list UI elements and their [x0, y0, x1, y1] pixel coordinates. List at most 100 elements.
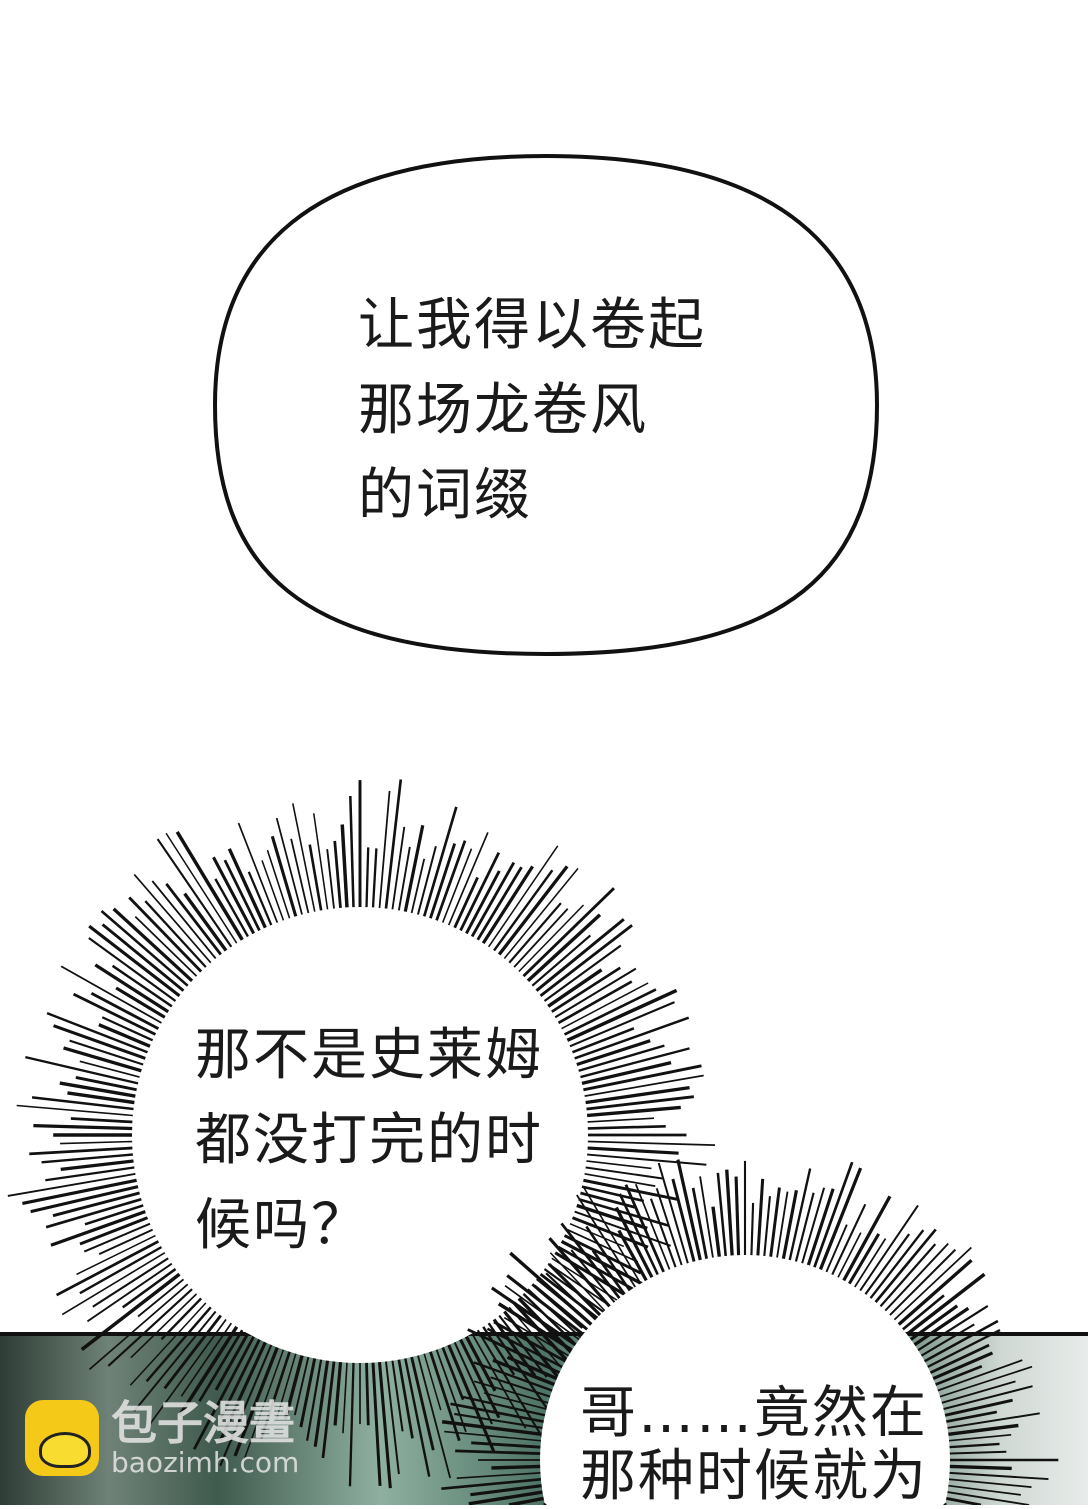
- burst-ray: [80, 1270, 184, 1351]
- burst-ray: [568, 1027, 635, 1055]
- burst-ray: [243, 1345, 286, 1461]
- burst-ray: [384, 779, 403, 913]
- burst-ray: [902, 1272, 986, 1339]
- burst-ray: [175, 830, 246, 945]
- burst-ray: [365, 847, 370, 912]
- burst-ray: [817, 1167, 863, 1274]
- burst-ray: [275, 817, 304, 919]
- burst-ray: [503, 1316, 573, 1359]
- bubble-fill: [132, 907, 588, 1363]
- burst-ray: [867, 1229, 925, 1302]
- burst-ray: [79, 1214, 152, 1246]
- burst-ray: [445, 1340, 496, 1453]
- burst-ray: [576, 1047, 690, 1080]
- burst-ray: [582, 1095, 695, 1111]
- burst-ray: [857, 1204, 919, 1295]
- burst-ray: [55, 1238, 163, 1297]
- burst-ray: [83, 1221, 155, 1253]
- burst-ray: [112, 907, 197, 985]
- burst-ray: [101, 1016, 157, 1043]
- burst-ray: [890, 1246, 972, 1324]
- burst-ray: [470, 1483, 546, 1497]
- burst-ray: [371, 848, 378, 912]
- burst-ray: [671, 1178, 697, 1266]
- burst-ray: [111, 964, 176, 1010]
- burst-ray: [365, 1358, 370, 1426]
- burst-ray: [495, 1311, 548, 1378]
- burst-ray: [510, 908, 569, 971]
- burst-ray: [468, 861, 516, 941]
- burst-ray: [292, 803, 317, 916]
- text-line: 那不是史莱姆: [195, 1023, 543, 1088]
- burst-ray: [198, 1326, 246, 1402]
- burst-ray: [133, 873, 214, 967]
- burst-ray: [910, 1306, 970, 1349]
- burst-ray: [121, 1265, 180, 1309]
- burst-ray: [390, 1356, 404, 1432]
- burst-ray: [390, 826, 406, 914]
- burst-ray: [60, 965, 166, 1026]
- burst-ray: [178, 1322, 241, 1417]
- burst-ray: [306, 1355, 323, 1441]
- burst-ray: [377, 1358, 392, 1489]
- burst-ray: [70, 1117, 137, 1124]
- burst-ray: [655, 1187, 684, 1270]
- burst-ray: [293, 1352, 311, 1416]
- burst-ray: [536, 924, 633, 1000]
- burst-ray: [699, 1176, 715, 1262]
- burst-ray: [183, 892, 230, 955]
- burst-ray: [137, 1276, 188, 1318]
- burst-ray: [98, 1023, 155, 1050]
- burst-ray: [261, 860, 286, 925]
- burst-ray: [565, 1001, 675, 1049]
- burst-ray: [676, 1159, 703, 1265]
- burst-ray: [574, 1196, 670, 1227]
- burst-ray: [540, 944, 622, 1005]
- burst-ray: [444, 1430, 545, 1442]
- burst-ray: [563, 1227, 639, 1263]
- burst-ray: [532, 918, 625, 995]
- burst-ray: [657, 1162, 690, 1268]
- burst-ray: [945, 1471, 1049, 1481]
- burst-ray: [441, 1477, 546, 1491]
- burst-ray: [415, 846, 437, 919]
- burst-ray: [768, 1187, 781, 1261]
- burst-ray: [582, 1159, 652, 1170]
- burst-ray: [563, 988, 678, 1044]
- burst-ray: [266, 849, 292, 923]
- burst-ray: [450, 1402, 548, 1424]
- burst-ray: [416, 1351, 452, 1479]
- burst-ray: [811, 1161, 854, 1272]
- burst-ray: [180, 1319, 235, 1397]
- burst-ray: [506, 1355, 562, 1382]
- bubble-text: 让我得以卷起 那场龙卷风 的词缀: [358, 283, 706, 538]
- burst-ray: [192, 1332, 257, 1450]
- burst-ray: [454, 1412, 547, 1430]
- burst-ray: [570, 1209, 672, 1247]
- burst-ray: [939, 1385, 1033, 1411]
- burst-ray: [800, 1187, 826, 1268]
- burst-ray: [94, 963, 173, 1016]
- burst-ray: [333, 1358, 343, 1426]
- bubble-text: 哥……竟然在 那种时候就为: [580, 1380, 928, 1505]
- burst-ray: [515, 904, 585, 975]
- burst-ray: [570, 1249, 618, 1306]
- burst-ray: [734, 1176, 741, 1260]
- burst-ray: [349, 795, 355, 912]
- burst-ray: [313, 1356, 330, 1447]
- burst-ray: [456, 1471, 545, 1479]
- burst-ray: [495, 865, 569, 959]
- burst-ray: [468, 1489, 547, 1505]
- burst-ray: [79, 1244, 166, 1295]
- burst-ray: [474, 866, 523, 944]
- burst-ray: [940, 1398, 1013, 1418]
- burst-ray: [434, 1345, 467, 1433]
- burst-ray: [427, 1347, 461, 1442]
- burst-ray: [227, 848, 269, 932]
- burst-ray: [711, 1206, 722, 1261]
- burst-ray: [88, 937, 180, 1005]
- burst-ray: [308, 844, 324, 915]
- burst-ray: [944, 1484, 1021, 1496]
